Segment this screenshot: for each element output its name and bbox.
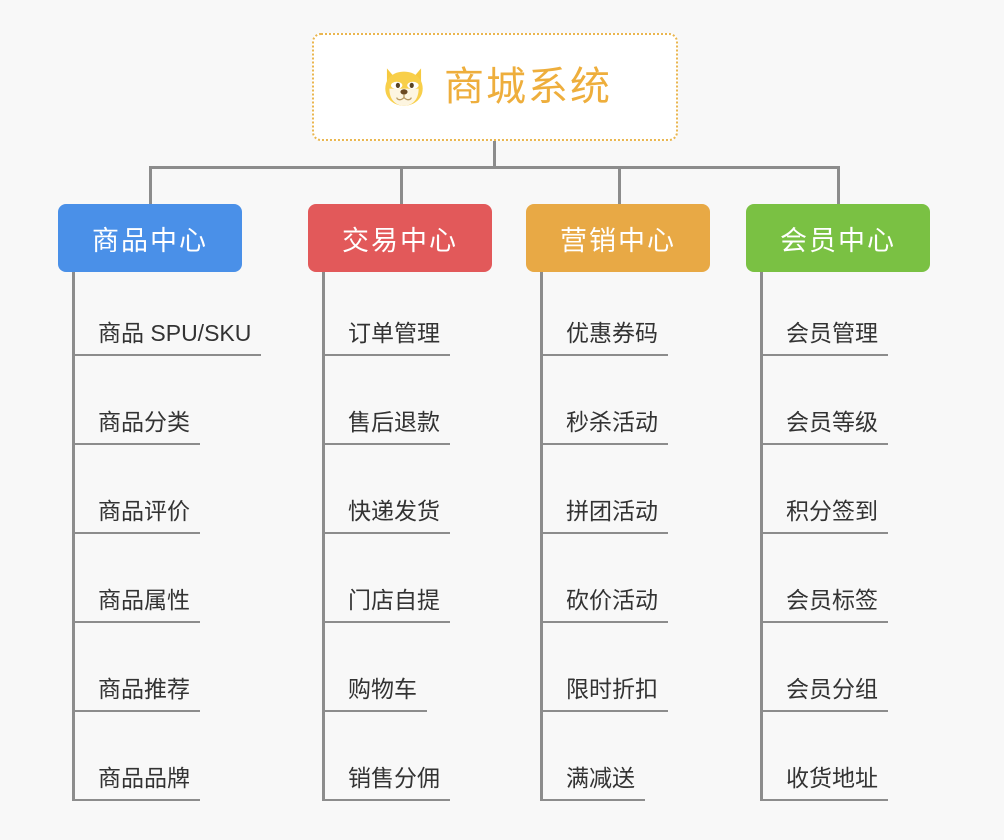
branch-header-1[interactable]: 商品中心 xyxy=(58,204,242,272)
leaf-item-label: 商品分类 xyxy=(72,411,200,445)
branch-header-label: 商品中心 xyxy=(92,225,208,256)
branch-trunk-1 xyxy=(72,272,75,800)
leaf-item-label: 限时折扣 xyxy=(540,678,668,712)
leaf-item-label: 售后退款 xyxy=(322,411,450,445)
connector-drop-1 xyxy=(149,166,152,206)
branch-column: 会员中心 会员管理 会员等级 积分签到 会员标签 会员分组 收货地址 xyxy=(746,204,930,801)
leaf-item-label: 商品评价 xyxy=(72,500,200,534)
leaf-item-label: 收货地址 xyxy=(760,767,888,801)
leaf-item-label: 门店自提 xyxy=(322,589,450,623)
leaf-item-label: 满减送 xyxy=(540,767,645,801)
leaf-item-label: 销售分佣 xyxy=(322,767,450,801)
connector-horizontal-bus xyxy=(150,166,840,169)
leaf-item-label: 优惠券码 xyxy=(540,322,668,356)
branch-header-2[interactable]: 交易中心 xyxy=(308,204,492,272)
connector-root-stem xyxy=(493,141,496,169)
leaf-item-label: 购物车 xyxy=(322,678,427,712)
branch-header-4[interactable]: 会员中心 xyxy=(746,204,930,272)
branch-trunk-4 xyxy=(760,272,763,800)
branch-header-label: 营销中心 xyxy=(560,225,676,256)
leaf-item-label: 商品推荐 xyxy=(72,678,200,712)
connector-drop-3 xyxy=(618,166,621,206)
connector-drop-2 xyxy=(400,166,403,206)
leaf-item-label: 积分签到 xyxy=(760,500,888,534)
leaf-item-label: 会员管理 xyxy=(760,322,888,356)
leaf-item-label: 秒杀活动 xyxy=(540,411,668,445)
leaf-item-label: 商品品牌 xyxy=(72,767,200,801)
leaf-item-label: 快递发货 xyxy=(322,500,450,534)
branch-header-label: 会员中心 xyxy=(780,225,896,256)
root-node[interactable]: 商城系统 xyxy=(312,33,678,141)
branch-header-3[interactable]: 营销中心 xyxy=(526,204,710,272)
leaf-item-label: 订单管理 xyxy=(322,322,450,356)
leaf-item-label: 商品 SPU/SKU xyxy=(72,322,262,356)
branch-trunk-2 xyxy=(322,272,325,800)
leaf-item-label: 会员等级 xyxy=(760,411,888,445)
branch-trunk-3 xyxy=(540,272,543,800)
branch-column: 商品中心 商品 SPU/SKU 商品分类 商品评价 商品属性 商品推荐 商品品牌 xyxy=(58,204,262,801)
leaf-item-label: 会员分组 xyxy=(760,678,888,712)
root-title: 商城系统 xyxy=(444,65,612,109)
leaf-item-label: 商品属性 xyxy=(72,589,200,623)
leaf-item-label: 拼团活动 xyxy=(540,500,668,534)
branch-column: 营销中心 优惠券码 秒杀活动 拼团活动 砍价活动 限时折扣 满减送 xyxy=(526,204,710,801)
leaf-item-label: 会员标签 xyxy=(760,589,888,623)
branch-column: 交易中心 订单管理 售后退款 快递发货 门店自提 购物车 销售分佣 xyxy=(308,204,492,801)
connector-drop-4 xyxy=(837,166,840,206)
shiba-dog-face-icon xyxy=(385,68,423,106)
branch-header-label: 交易中心 xyxy=(342,225,458,256)
leaf-item-label: 砍价活动 xyxy=(540,589,668,623)
